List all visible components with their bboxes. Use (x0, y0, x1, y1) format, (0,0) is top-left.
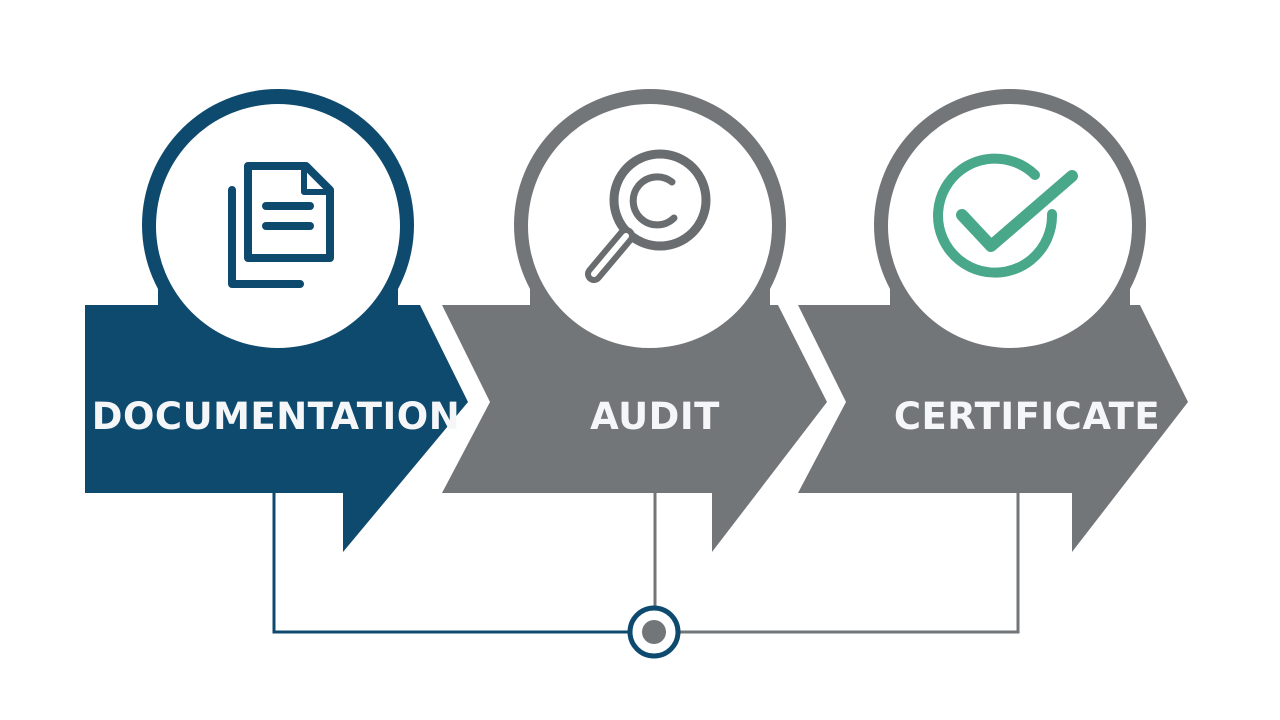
document-icon (228, 162, 334, 288)
step-audit-label: AUDIT (590, 395, 720, 438)
step-documentation-arrow (85, 305, 468, 552)
step-documentation-label: DOCUMENTATION (92, 395, 460, 438)
hub-node-icon (627, 605, 681, 659)
step-certificate-label: CERTIFICATE (894, 395, 1160, 438)
step-audit-arrow (442, 305, 827, 552)
connector-line-certificate (680, 490, 1020, 634)
connector-line-documentation (272, 490, 628, 634)
checkmark-icon (933, 153, 1078, 278)
step-certificate: CERTIFICATE (798, 89, 1188, 552)
magnifier-icon (585, 149, 711, 283)
connector-lines (272, 490, 1020, 634)
step-documentation: DOCUMENTATION (85, 89, 480, 552)
step-certificate-arrow (798, 305, 1188, 552)
step-audit: AUDIT (442, 89, 836, 552)
